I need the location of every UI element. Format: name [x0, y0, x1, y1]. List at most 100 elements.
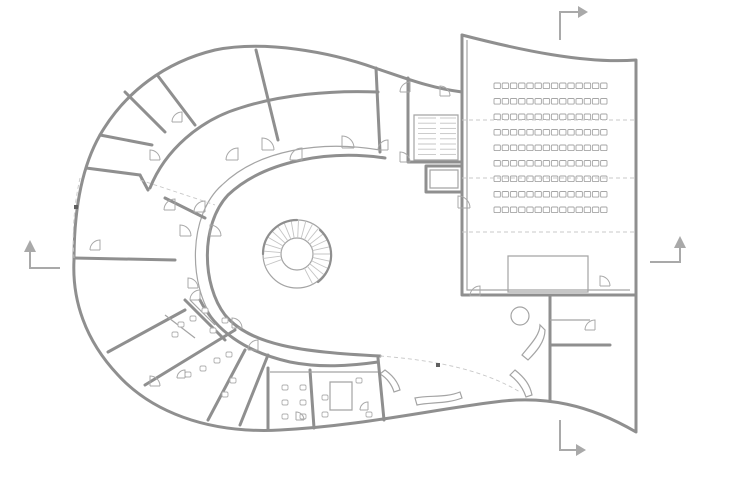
upper-rooms	[72, 48, 382, 262]
door-swing	[261, 137, 275, 151]
auditorium-seat	[501, 206, 510, 214]
spiral-tread	[303, 267, 314, 285]
room-divider	[72, 256, 177, 262]
stair-core	[406, 76, 464, 194]
auditorium-seat	[534, 113, 542, 121]
spiral-tread	[277, 225, 289, 242]
toilet-fixture	[201, 307, 209, 314]
toilet-fixture	[281, 399, 289, 406]
toilet-fixture	[171, 331, 179, 338]
auditorium-seat	[493, 191, 501, 198]
door-swings	[89, 81, 611, 421]
spiral-rail	[261, 218, 299, 256]
courtyard-wall	[205, 153, 387, 358]
corridor-dashed	[139, 179, 216, 206]
auditorium-seat	[534, 82, 542, 90]
auditorium-seat	[567, 206, 575, 214]
auditorium-seat	[501, 175, 510, 183]
column-marker	[74, 205, 78, 209]
auditorium-seat	[509, 144, 518, 152]
door-swing	[399, 151, 411, 163]
auditorium-seat	[583, 191, 592, 198]
auditorium-seat	[550, 82, 559, 90]
section-marker-right	[650, 236, 686, 263]
auditorium-seat	[550, 144, 559, 152]
door-swing	[149, 149, 161, 161]
auditorium-seat	[542, 206, 551, 214]
spiral-tread	[297, 220, 299, 239]
toilet-fixture	[209, 327, 217, 334]
auditorium-seat	[559, 98, 567, 105]
auditorium-seat	[591, 82, 600, 90]
section-marker-bottom	[559, 420, 586, 456]
auditorium-seat	[550, 191, 559, 198]
auditorium-seat	[559, 175, 567, 183]
auditorium-seat	[542, 82, 551, 90]
spiral-tread	[312, 257, 331, 262]
auditorium-seat	[501, 160, 510, 167]
spiral-tread	[267, 236, 284, 247]
auditorium-seat	[575, 175, 583, 183]
toilet-fixture	[221, 317, 229, 324]
auditorium-seat	[509, 206, 518, 214]
spiral-tread	[309, 232, 325, 245]
spiral-tread	[311, 239, 329, 248]
auditorium-seat	[534, 98, 542, 105]
door-swing	[247, 339, 259, 351]
auditorium-seat	[542, 191, 551, 198]
room-divider	[84, 166, 142, 177]
auditorium-seat	[542, 129, 551, 136]
auditorium-inner-wall	[466, 40, 630, 291]
room-divider	[183, 298, 227, 342]
auditorium-seat	[591, 98, 600, 105]
room-divider	[143, 328, 237, 387]
spiral-treads	[263, 220, 331, 285]
toilet-fixture	[184, 371, 192, 378]
auditorium-seat	[542, 175, 551, 183]
auditorium-seat	[567, 144, 575, 152]
auditorium-seat	[591, 206, 600, 214]
auditorium-seat	[509, 113, 518, 121]
outer-walls	[72, 33, 638, 434]
room-divider	[98, 133, 154, 147]
auditorium-seat	[542, 113, 551, 121]
auditorium-seat	[591, 113, 600, 121]
toilet-fixture	[199, 365, 207, 372]
auditorium-seat	[550, 175, 559, 183]
auditorium-seat	[559, 191, 567, 198]
auditorium-seat	[518, 191, 526, 198]
door-swing	[457, 195, 471, 209]
auditorium-seat	[575, 129, 583, 136]
door-swing	[171, 111, 183, 123]
spiral-tread	[303, 223, 314, 241]
auditorium-seat	[542, 98, 551, 105]
auditorium-seat	[559, 113, 567, 121]
toilet-fixture	[365, 411, 373, 418]
auditorium-seat	[501, 113, 510, 121]
auditorium-seat	[559, 129, 567, 136]
toilet-fixture	[299, 384, 307, 391]
auditorium-seat	[501, 98, 510, 105]
courtyard	[148, 90, 387, 368]
curtain-wall-dashed	[72, 177, 81, 259]
auditorium-seat	[509, 175, 518, 183]
door-swing	[599, 275, 611, 287]
auditorium-seat	[509, 191, 518, 198]
auditorium-seat	[518, 206, 526, 214]
auditorium-seat	[526, 191, 534, 198]
corridor-wall	[148, 90, 380, 190]
auditorium-seat	[518, 144, 526, 152]
auditorium-seat	[526, 160, 534, 167]
auditorium-seat	[550, 113, 559, 121]
door-swing	[179, 224, 192, 237]
auditorium-seat	[583, 82, 592, 90]
auditorium-seat	[493, 82, 501, 90]
door-swing	[163, 198, 176, 211]
spiral-tread	[309, 263, 325, 276]
auditorium-seat	[550, 98, 559, 105]
toilet-fixture	[299, 399, 307, 406]
auditorium-seat	[493, 160, 501, 167]
auditorium-seat	[509, 82, 518, 90]
spiral-tread	[263, 255, 282, 259]
